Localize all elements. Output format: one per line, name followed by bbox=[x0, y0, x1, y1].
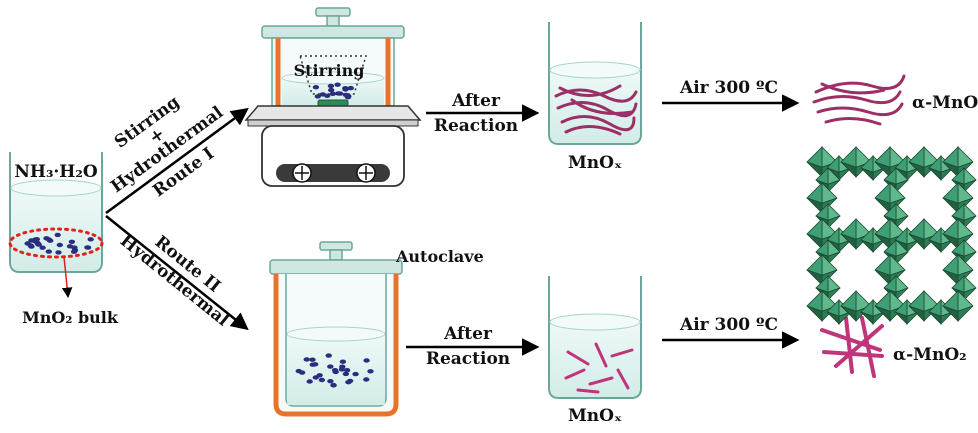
mno6-octahedron bbox=[942, 218, 974, 250]
particle bbox=[298, 370, 306, 375]
product-bottom-label: α-MnO₂ bbox=[893, 345, 967, 365]
after-top-line1: After bbox=[451, 91, 501, 111]
mno6-octahedron bbox=[815, 275, 841, 301]
particle bbox=[324, 93, 331, 99]
route2-arrow bbox=[105, 215, 249, 331]
alpha-mno2-crystal-structure-icon bbox=[806, 146, 977, 325]
particle bbox=[339, 359, 347, 364]
mno2-bulk-particles-icon bbox=[8, 227, 104, 259]
particle bbox=[342, 92, 350, 98]
mno6-octahedron bbox=[928, 227, 954, 253]
particle bbox=[342, 87, 349, 92]
nanowires-icon bbox=[554, 84, 638, 136]
mno6-octahedron bbox=[860, 155, 886, 181]
particle bbox=[34, 241, 42, 247]
autoclave-top-icon bbox=[261, 7, 405, 107]
start-solution-label: NH₃·H₂O bbox=[14, 162, 97, 182]
particle bbox=[327, 379, 334, 384]
mno6-octahedron bbox=[806, 146, 838, 178]
particle bbox=[318, 377, 326, 383]
particle bbox=[314, 94, 321, 99]
particle bbox=[331, 368, 339, 373]
particle bbox=[329, 91, 337, 97]
particle bbox=[87, 237, 94, 242]
particle bbox=[56, 242, 63, 248]
particle bbox=[328, 87, 335, 93]
particle bbox=[345, 380, 352, 385]
particle bbox=[325, 353, 332, 358]
particle bbox=[71, 248, 79, 253]
stir-bar-icon bbox=[317, 99, 349, 107]
stirring-tag: Stirring bbox=[294, 61, 365, 80]
stirring-vortex-icon bbox=[298, 55, 368, 95]
start-solid-label: MnO₂ bulk bbox=[22, 308, 119, 327]
particle bbox=[363, 358, 370, 363]
particle bbox=[33, 237, 40, 242]
route1-labels: Stirring + Hydrothermal Route I bbox=[107, 92, 227, 201]
particle bbox=[309, 357, 316, 362]
after-bottom-line1: After bbox=[443, 324, 493, 344]
particle bbox=[68, 239, 76, 244]
particle bbox=[312, 375, 319, 380]
mno6-octahedron bbox=[942, 290, 974, 322]
after-bottom-line2: Reaction bbox=[426, 349, 510, 369]
particle bbox=[335, 91, 342, 96]
autoclave-tag: Autoclave bbox=[395, 247, 484, 266]
particle bbox=[343, 368, 351, 373]
nanorods-icon bbox=[564, 342, 634, 394]
particle bbox=[45, 249, 52, 254]
route1-arrow bbox=[105, 107, 249, 215]
alpha-mno2-nanorods-icon bbox=[820, 316, 884, 378]
particle bbox=[54, 232, 61, 238]
particle bbox=[334, 82, 341, 87]
mnox-beaker-bottom-icon bbox=[548, 276, 642, 399]
particle bbox=[342, 371, 350, 377]
particle bbox=[84, 245, 92, 250]
particle bbox=[363, 377, 370, 382]
route2-labels: Route II Hydrothermal bbox=[116, 231, 233, 331]
particle bbox=[312, 362, 319, 367]
particle bbox=[352, 371, 359, 377]
particle bbox=[347, 85, 354, 91]
pointer-arrow bbox=[61, 256, 73, 299]
particle bbox=[327, 83, 335, 89]
mno6-octahedron bbox=[951, 203, 977, 229]
air-top-label: Air 300 ºC bbox=[679, 78, 778, 98]
particle bbox=[312, 85, 320, 90]
autoclave-bottom-icon bbox=[269, 241, 403, 417]
particle bbox=[330, 383, 337, 388]
mno6-octahedron bbox=[815, 167, 841, 193]
particle bbox=[303, 357, 310, 362]
particle bbox=[39, 245, 46, 250]
particle bbox=[55, 250, 62, 255]
particle bbox=[338, 367, 346, 372]
after-top-line2: Reaction bbox=[434, 116, 518, 136]
mnox-bottom-label: MnOₓ bbox=[568, 406, 622, 426]
mno6-octahedron bbox=[908, 218, 940, 250]
particle bbox=[43, 236, 50, 241]
particle bbox=[28, 244, 35, 249]
mnox-top-label: MnOₓ bbox=[568, 153, 622, 173]
particle bbox=[367, 369, 374, 374]
particle bbox=[327, 364, 334, 369]
product-top-label: α-MnO₂ bbox=[912, 93, 978, 113]
particle bbox=[306, 379, 313, 384]
start-beaker-icon bbox=[9, 152, 103, 273]
air-bottom-label: Air 300 ºC bbox=[679, 315, 778, 335]
alpha-mno2-nanowires-icon bbox=[812, 74, 906, 126]
hotplate-icon bbox=[244, 105, 422, 187]
mnox-beaker-top-icon bbox=[548, 22, 642, 145]
